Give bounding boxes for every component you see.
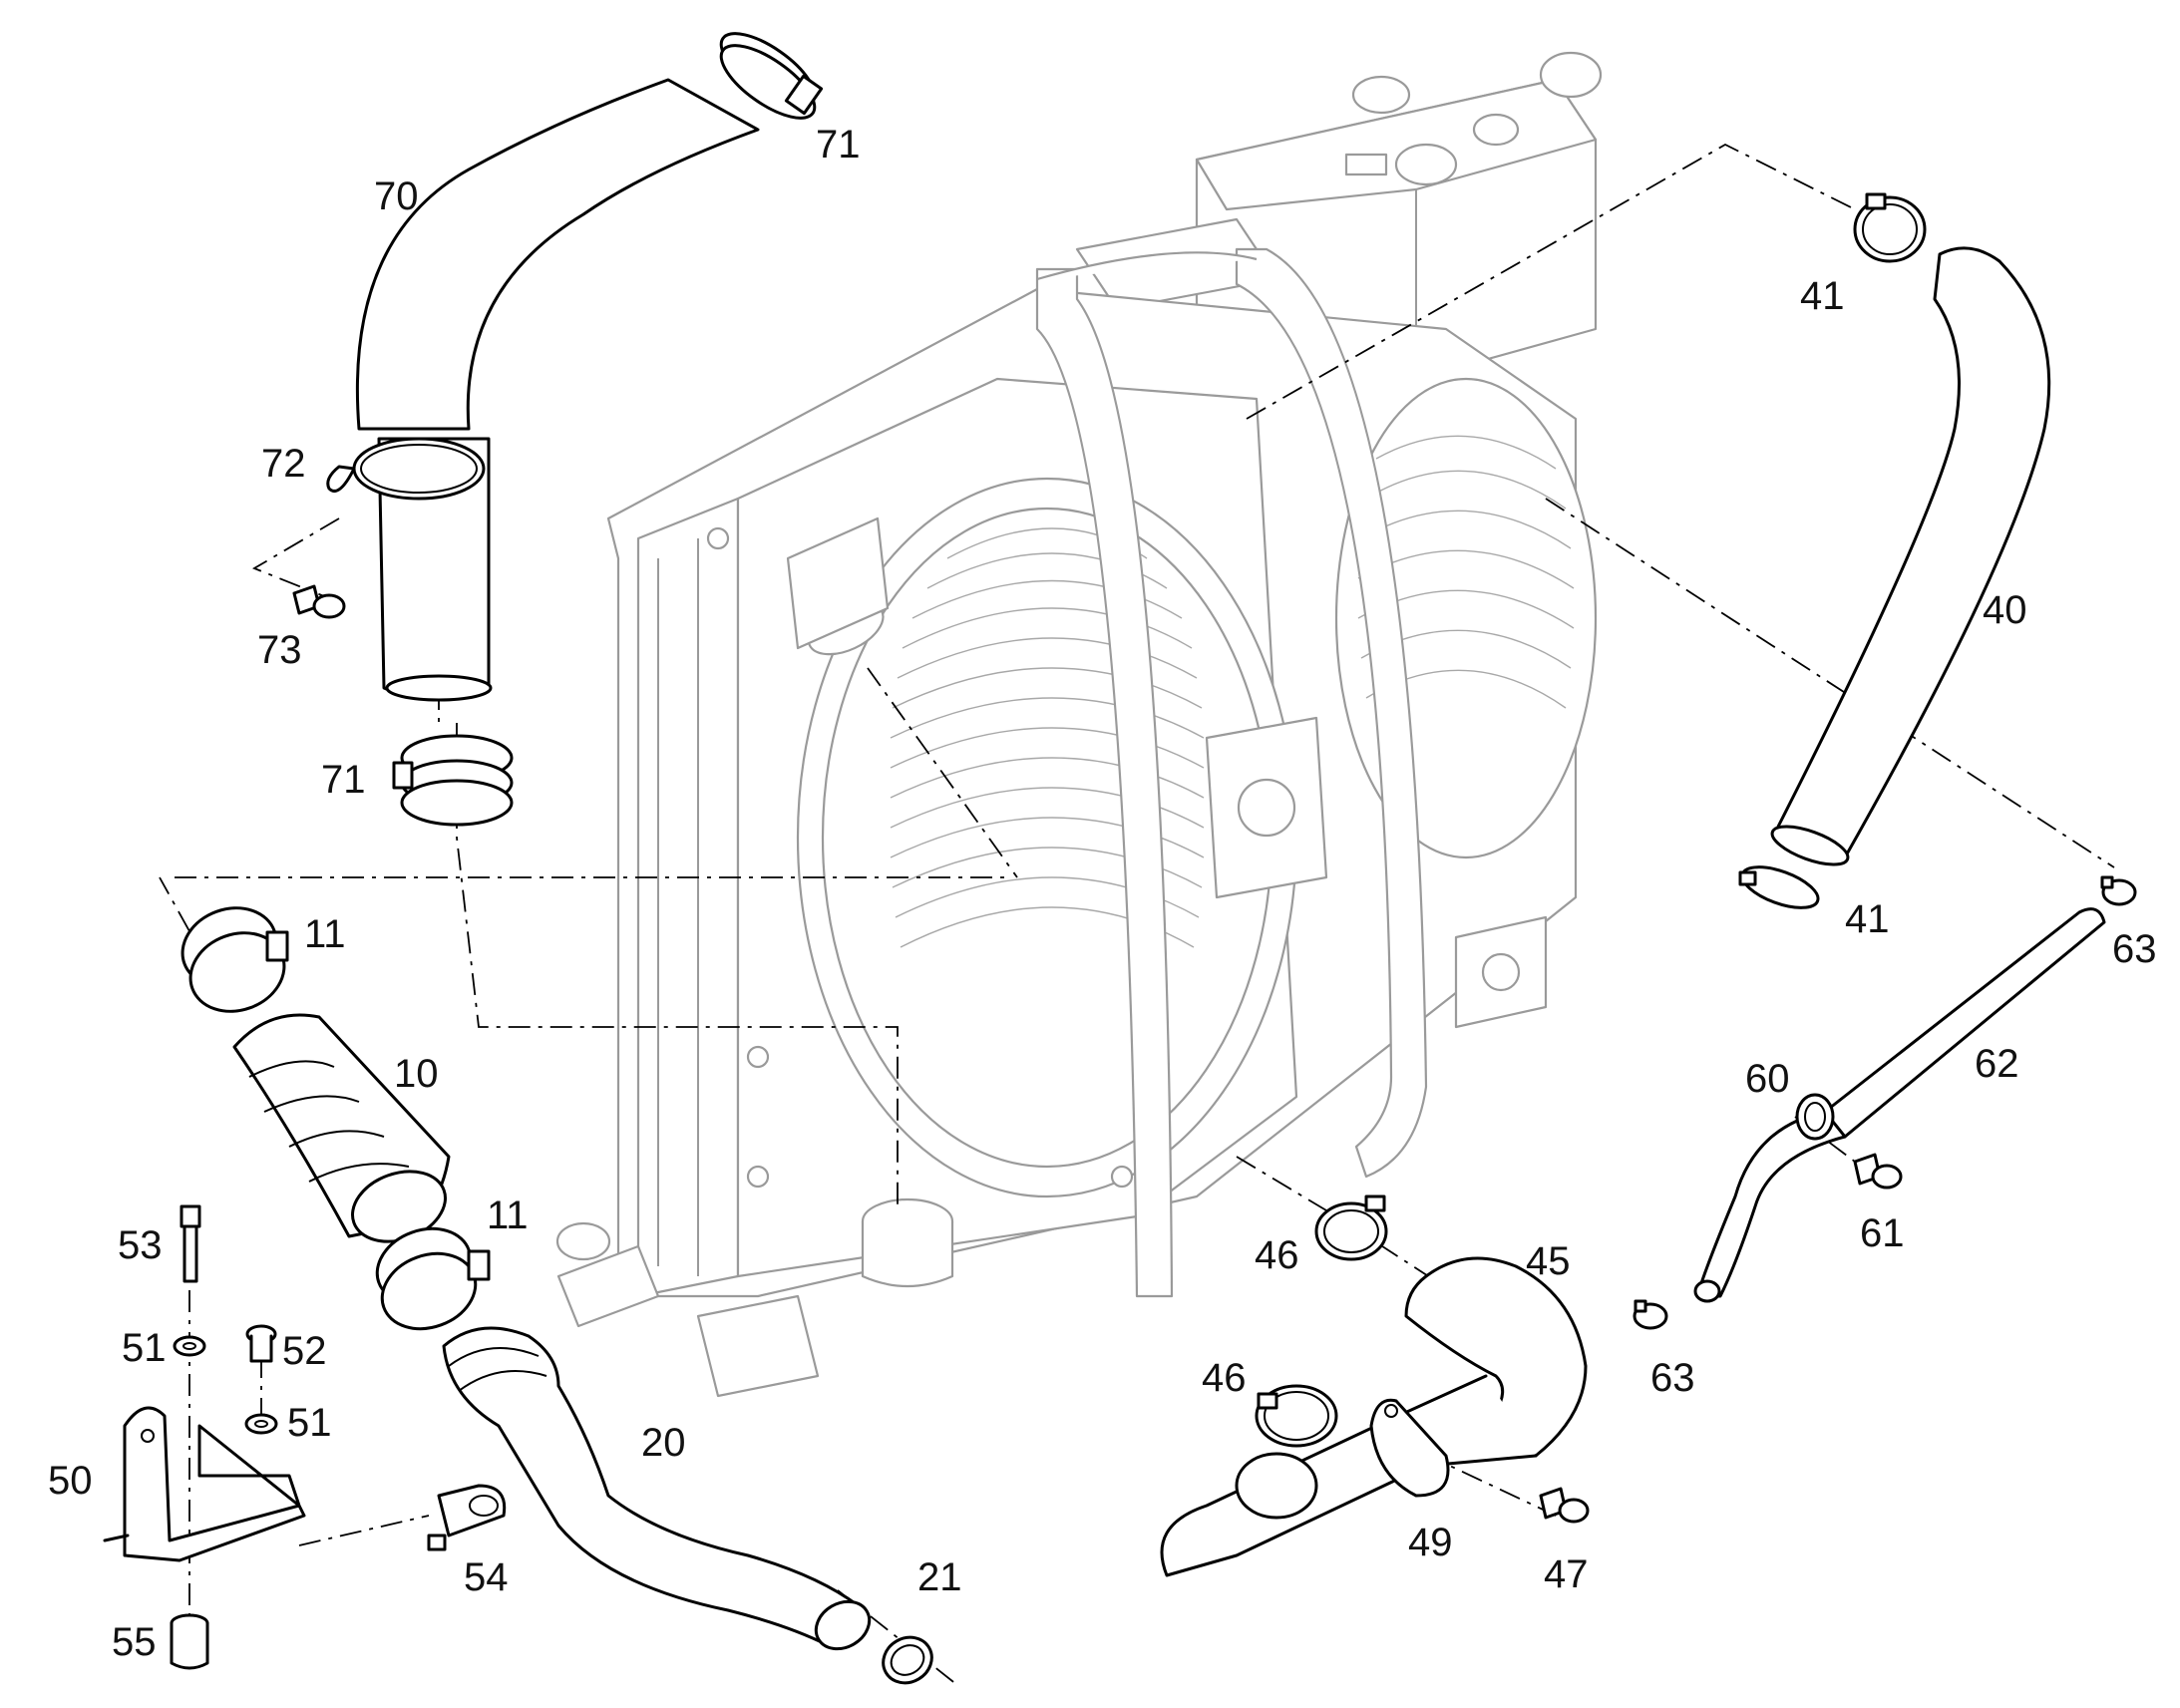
callout-45: 45: [1526, 1239, 1571, 1283]
bolt-61: [1853, 1153, 1903, 1190]
callout-46: 46: [1202, 1356, 1247, 1400]
callout-labels: 70 71 72 73 71 11 10 11 53 51 52 51 50 5…: [48, 123, 2157, 1664]
callout-51: 51: [122, 1326, 167, 1370]
callout-73: 73: [257, 628, 302, 672]
callout-71: 71: [321, 758, 366, 802]
callout-63: 63: [1650, 1356, 1695, 1400]
hose-40: [1770, 246, 2051, 866]
hose-clamp-41-upper: [1853, 192, 1927, 263]
hose-clamp-71-bottom: [392, 734, 514, 827]
callout-46: 46: [1255, 1233, 1299, 1277]
hose-clamp-11-upper: [181, 906, 289, 1013]
hose-10: [232, 1013, 451, 1243]
radiator-assembly: [555, 51, 1603, 1398]
fan-grille: [890, 527, 1205, 948]
callout-21: 21: [917, 1555, 962, 1599]
o-ring-21: [882, 1635, 933, 1685]
callout-61: 61: [1860, 1211, 1905, 1255]
hose-clamp-46-upper: [1314, 1195, 1388, 1261]
callout-50: 50: [48, 1459, 93, 1503]
washer-51-lower: [244, 1413, 278, 1435]
callout-41: 41: [1845, 897, 1890, 941]
callout-10: 10: [394, 1052, 439, 1096]
hose-clamp-63-right: [2100, 875, 2137, 906]
pipe-20: [442, 1326, 872, 1651]
hose-clamp-63-left: [1633, 1299, 1668, 1330]
callout-71: 71: [816, 123, 861, 167]
bolt-52: [245, 1324, 277, 1363]
bolt-47: [1539, 1487, 1590, 1524]
hose-clamp-11-lower: [375, 1226, 491, 1331]
callout-70: 70: [374, 174, 419, 218]
clip-54: [427, 1484, 507, 1551]
callout-41: 41: [1800, 274, 1845, 318]
hose-clamp-71-top: [719, 32, 824, 120]
bracket-50: [103, 1406, 306, 1562]
callout-72: 72: [261, 442, 306, 486]
callout-11: 11: [304, 912, 346, 956]
callout-20: 20: [641, 1421, 686, 1465]
hose-clamp-46-lower: [1255, 1384, 1338, 1448]
callout-52: 52: [282, 1329, 327, 1373]
callout-60: 60: [1745, 1057, 1790, 1101]
clip-60: [1795, 1093, 1835, 1141]
callout-62: 62: [1975, 1042, 2019, 1086]
callout-51: 51: [287, 1401, 332, 1445]
callout-55: 55: [112, 1620, 157, 1664]
callout-47: 47: [1544, 1552, 1589, 1596]
bracket-49: [1369, 1398, 1450, 1498]
callout-49: 49: [1408, 1521, 1453, 1564]
hose-45: [1160, 1256, 1588, 1577]
hose-clamp-41-lower: [1738, 865, 1820, 909]
spacer-55: [170, 1613, 209, 1670]
bolt-73: [292, 584, 346, 619]
washer-51-upper: [173, 1335, 206, 1357]
callout-54: 54: [464, 1555, 509, 1599]
bolt-53: [180, 1204, 201, 1283]
callout-40: 40: [1983, 588, 2027, 632]
pipe-bracket-72: [326, 437, 486, 501]
hose-62: [1693, 907, 2106, 1303]
callout-11: 11: [487, 1194, 529, 1237]
callout-53: 53: [118, 1223, 163, 1267]
hose-70: [355, 78, 760, 702]
callout-63: 63: [2112, 927, 2157, 971]
